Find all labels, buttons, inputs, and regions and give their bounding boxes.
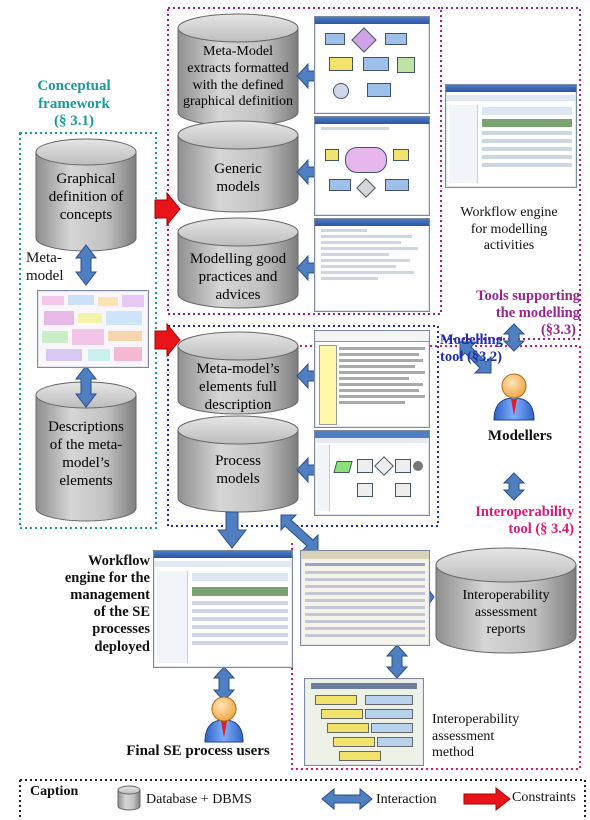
interaction-arrow-modelling-tool (459, 341, 492, 374)
cylinder-process-models (177, 415, 299, 513)
modellers-label: Modellers (487, 428, 553, 444)
extracts-thumbnail (314, 16, 430, 114)
caption-frame (20, 779, 586, 818)
cylinder-interop-reports (435, 547, 577, 654)
interaction-arrow-graphical-metamodel (74, 244, 98, 286)
modelling-tool-label: Modelling tool (§3.2) (440, 332, 503, 366)
interoperability-frame (291, 345, 581, 770)
conceptual-framework-title-line2: framework (38, 95, 110, 112)
cylinder-good-practices (177, 217, 299, 309)
conceptual-framework-title: Conceptual framework (§ 3.1) (18, 78, 130, 131)
interaction-arrow-process-to-questionnaire (280, 514, 319, 552)
interaction-arrow-workflow-users (212, 666, 236, 702)
cylinder-graphical-definition (35, 138, 137, 252)
metamodel-extracts-label: Meta-Model extracts formatted with the d… (182, 44, 294, 110)
interop-method-thumbnail (304, 678, 424, 766)
process-models-thumbnail (314, 430, 430, 516)
caption-cylinder-icon (117, 785, 141, 811)
interop-tool-label: Interoperability tool (§ 3.4) (475, 504, 574, 538)
cylinder-full-description (177, 331, 299, 415)
conceptual-framework-title-line1: Conceptual (37, 78, 111, 94)
caption-title: Caption (30, 784, 79, 799)
workflow-modelling-thumbnail (445, 84, 577, 188)
se-workflow-label: Workflow engine for the management of th… (64, 553, 150, 655)
constraint-arrow-lower (154, 322, 181, 358)
generic-models-thumbnail (314, 116, 430, 216)
metamodel-label: Meta- model (26, 250, 64, 284)
caption-constraint-icon (463, 786, 511, 812)
caption-constraints-label: Constraints (512, 790, 576, 805)
constraint-arrow-upper (154, 191, 181, 227)
metamodel-thumbnail (37, 290, 149, 368)
interaction-arrow-questionnaire-method (385, 644, 409, 679)
practices-thumbnail (314, 218, 430, 312)
final-user-person-icon (204, 696, 244, 743)
good-practices-label: Modelling good practices and advices (189, 251, 287, 303)
interaction-arrow-interop-tool (502, 472, 526, 501)
tools-supporting-label: Tools supporting the modelling (§3.3) (476, 288, 580, 339)
final-users-label: Final SE process users (126, 743, 270, 759)
interaction-arrow-process-to-workflow (216, 511, 248, 549)
interaction-arrow-metamodel-descriptions (74, 365, 98, 408)
caption-database-label: Database + DBMS (146, 792, 252, 807)
modeller-person-icon (493, 373, 535, 421)
modelling-tool-frame (167, 325, 439, 527)
cylinder-generic-models (177, 120, 299, 213)
workflow-modelling-caption: Workflow engine for modelling activities (460, 205, 558, 254)
full-description-thumbnail (314, 330, 430, 428)
generic-models-label: Generic models (214, 161, 262, 195)
interaction-arrow-tools-supporting (502, 323, 526, 352)
se-workflow-thumbnail (153, 550, 293, 668)
full-description-label: Meta-model’s elements full description (196, 361, 280, 413)
caption-interaction-label: Interaction (376, 792, 437, 807)
interop-method-label: Interoperability assessment method (432, 712, 520, 761)
conceptual-framework-ref: (§ 3.1) (54, 113, 94, 130)
interop-questionnaire-thumbnail (300, 550, 430, 646)
process-models-label: Process models (215, 453, 261, 487)
caption-interaction-icon (321, 787, 373, 811)
workflow-modelling-frame (167, 7, 442, 315)
cylinder-metamodel-extracts (177, 13, 299, 127)
interop-reports-label: Interoperability assessment reports (462, 588, 550, 637)
descriptions-label: Descriptions of the meta- model’s elemen… (48, 419, 124, 489)
graphical-definition-label: Graphical definition of concepts (48, 171, 124, 223)
